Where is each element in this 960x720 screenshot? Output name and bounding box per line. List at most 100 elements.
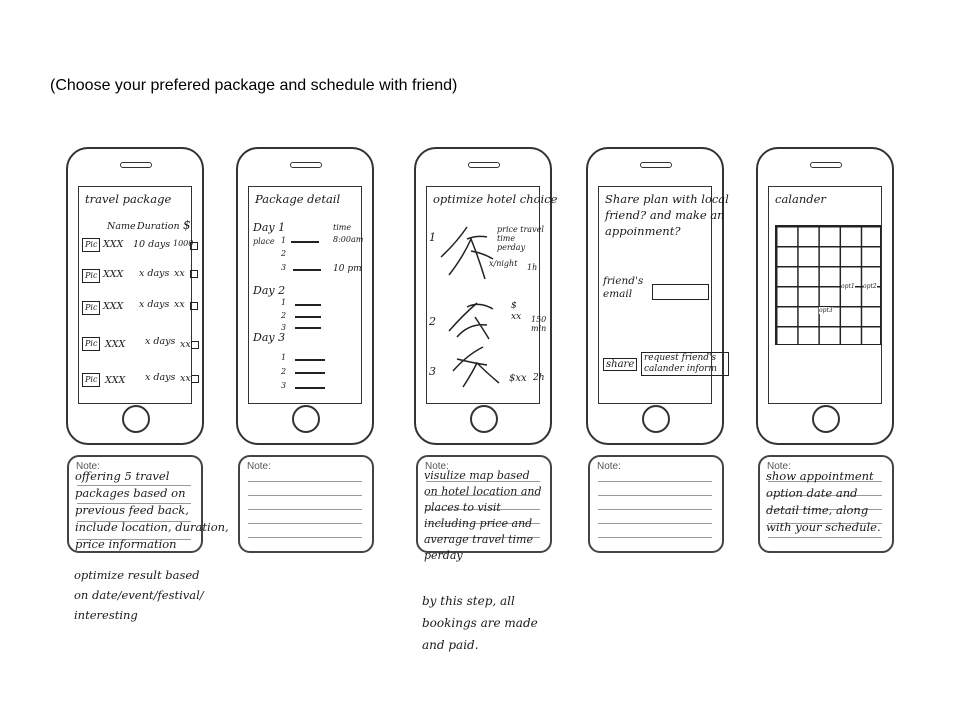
place-3-line[interactable] [293, 269, 321, 271]
day-2-label: Day 2 [253, 284, 286, 297]
extra-note-1: optimize result based on date/event/fest… [74, 568, 204, 622]
note-card-5: Note: show appointment option date and d… [758, 455, 894, 553]
day3-place-1-line[interactable] [295, 359, 325, 361]
note-line [426, 537, 540, 538]
package-checkbox-1[interactable] [190, 242, 198, 250]
place-1-number: 1 [281, 236, 287, 245]
day3-place-3-line[interactable] [295, 387, 325, 389]
friend-email-input[interactable] [652, 284, 709, 300]
package-pic-3: Pic [82, 301, 101, 315]
package-name-1[interactable]: XXX [103, 239, 124, 250]
note-card-4: Note: [588, 455, 724, 553]
note-line [768, 509, 882, 510]
package-price-1: 1000 [173, 239, 194, 248]
note-label: Note: [247, 461, 271, 472]
note-line [768, 537, 882, 538]
package-duration-4: x days [145, 336, 176, 347]
phone-speaker [468, 162, 500, 168]
note-card-1: Note: offering 5 travel packages based o… [67, 455, 229, 553]
note-line [77, 485, 191, 486]
screen-title: travel package [85, 192, 172, 206]
note-line [598, 523, 712, 524]
option-1-time: 1h [527, 263, 538, 272]
package-pic-1: Pic [82, 238, 101, 252]
home-button[interactable] [470, 405, 498, 433]
note-line [248, 523, 362, 524]
note-line [598, 537, 712, 538]
note-line [598, 481, 712, 482]
calendar-cells[interactable] [775, 225, 881, 345]
phone-speaker [120, 162, 152, 168]
package-name-3[interactable]: XXX [103, 301, 124, 312]
screen-title: Package detail [255, 192, 341, 206]
package-name-5[interactable]: XXX [105, 375, 126, 386]
screen-share-plan: Share plan with local friend? and make a… [598, 186, 729, 404]
option-2-number: 2 [429, 315, 436, 328]
screen-title: Share plan with local friend? and make a… [605, 192, 729, 238]
day-1-label: Day 1 [253, 221, 286, 234]
home-button[interactable] [642, 405, 670, 433]
option-3-number: 3 [429, 365, 436, 378]
note-line [77, 539, 191, 540]
package-pic-4: Pic [82, 337, 101, 351]
package-duration-5: x days [145, 372, 176, 383]
note-text: show appointment option date and detail … [766, 469, 881, 534]
calendar-opt2[interactable]: opt2 [863, 283, 877, 290]
phone-travel-package: travel package Name Duration $ Pic XXX 1… [66, 147, 204, 445]
phone-share-plan: Share plan with local friend? and make a… [586, 147, 729, 445]
day2-place-3-line[interactable] [295, 327, 321, 329]
option-1-price[interactable]: x/night [489, 259, 518, 268]
note-line [248, 509, 362, 510]
note-line [426, 523, 540, 524]
day3-place-3-number: 3 [281, 381, 287, 390]
share-button[interactable]: share [603, 358, 638, 371]
screen-travel-package: travel package Name Duration $ Pic XXX 1… [78, 186, 199, 404]
package-checkbox-4[interactable] [191, 341, 199, 349]
note-line [598, 495, 712, 496]
package-price-4: xx [180, 339, 191, 350]
package-duration-2: x days [139, 268, 170, 279]
day3-place-2-line[interactable] [295, 372, 325, 374]
note-label: Note: [76, 461, 100, 472]
package-checkbox-2[interactable] [190, 270, 198, 278]
day2-place-2-number: 2 [281, 311, 287, 320]
phone-speaker [640, 162, 672, 168]
package-checkbox-5[interactable] [191, 375, 199, 383]
place-2-number: 2 [281, 249, 287, 258]
package-checkbox-3[interactable] [190, 302, 198, 310]
day2-place-1-line[interactable] [295, 304, 321, 306]
home-button[interactable] [122, 405, 150, 433]
note-line [768, 523, 882, 524]
day2-place-1-number: 1 [281, 298, 287, 307]
note-text: visulize map based on hotel location and… [424, 469, 542, 562]
package-name-4[interactable]: XXX [105, 339, 126, 350]
place-label: place [253, 237, 275, 246]
phone-package-detail: Package detail Day 1 place time 8:00am 1… [236, 147, 374, 445]
home-button[interactable] [292, 405, 320, 433]
note-label: Note: [597, 461, 621, 472]
column-header-price: $ [183, 218, 191, 232]
screen-calendar: calander opt1 opt2 opt3 [768, 186, 882, 404]
option-1-labels: price travel time perday [497, 225, 544, 252]
package-pic-5: Pic [82, 373, 101, 387]
phone-speaker [810, 162, 842, 168]
package-price-5: xx [180, 373, 191, 384]
phone-calendar: calander opt1 opt2 opt3 [756, 147, 894, 445]
note-line [768, 495, 882, 496]
note-card-2: Note: [238, 455, 374, 553]
option-2-price[interactable]: $ xx [511, 301, 522, 322]
package-price-2: xx [174, 268, 185, 279]
calendar-opt1[interactable]: opt1 [841, 283, 855, 290]
package-name-2[interactable]: XXX [103, 269, 124, 280]
place-1-line[interactable] [291, 241, 319, 243]
request-calendar-button[interactable]: request friend's calander inform [641, 352, 729, 376]
home-button[interactable] [812, 405, 840, 433]
phone-optimize-hotel: optimize hotel choice 1 price travel tim… [414, 147, 557, 445]
note-line [77, 521, 191, 522]
time-label: time [333, 223, 352, 232]
calendar-opt3[interactable]: opt3 [819, 307, 833, 314]
day2-place-2-line[interactable] [295, 316, 321, 318]
package-duration-3: x days [139, 299, 170, 310]
option-3-price[interactable]: $xx [509, 373, 527, 384]
note-line [77, 503, 191, 504]
